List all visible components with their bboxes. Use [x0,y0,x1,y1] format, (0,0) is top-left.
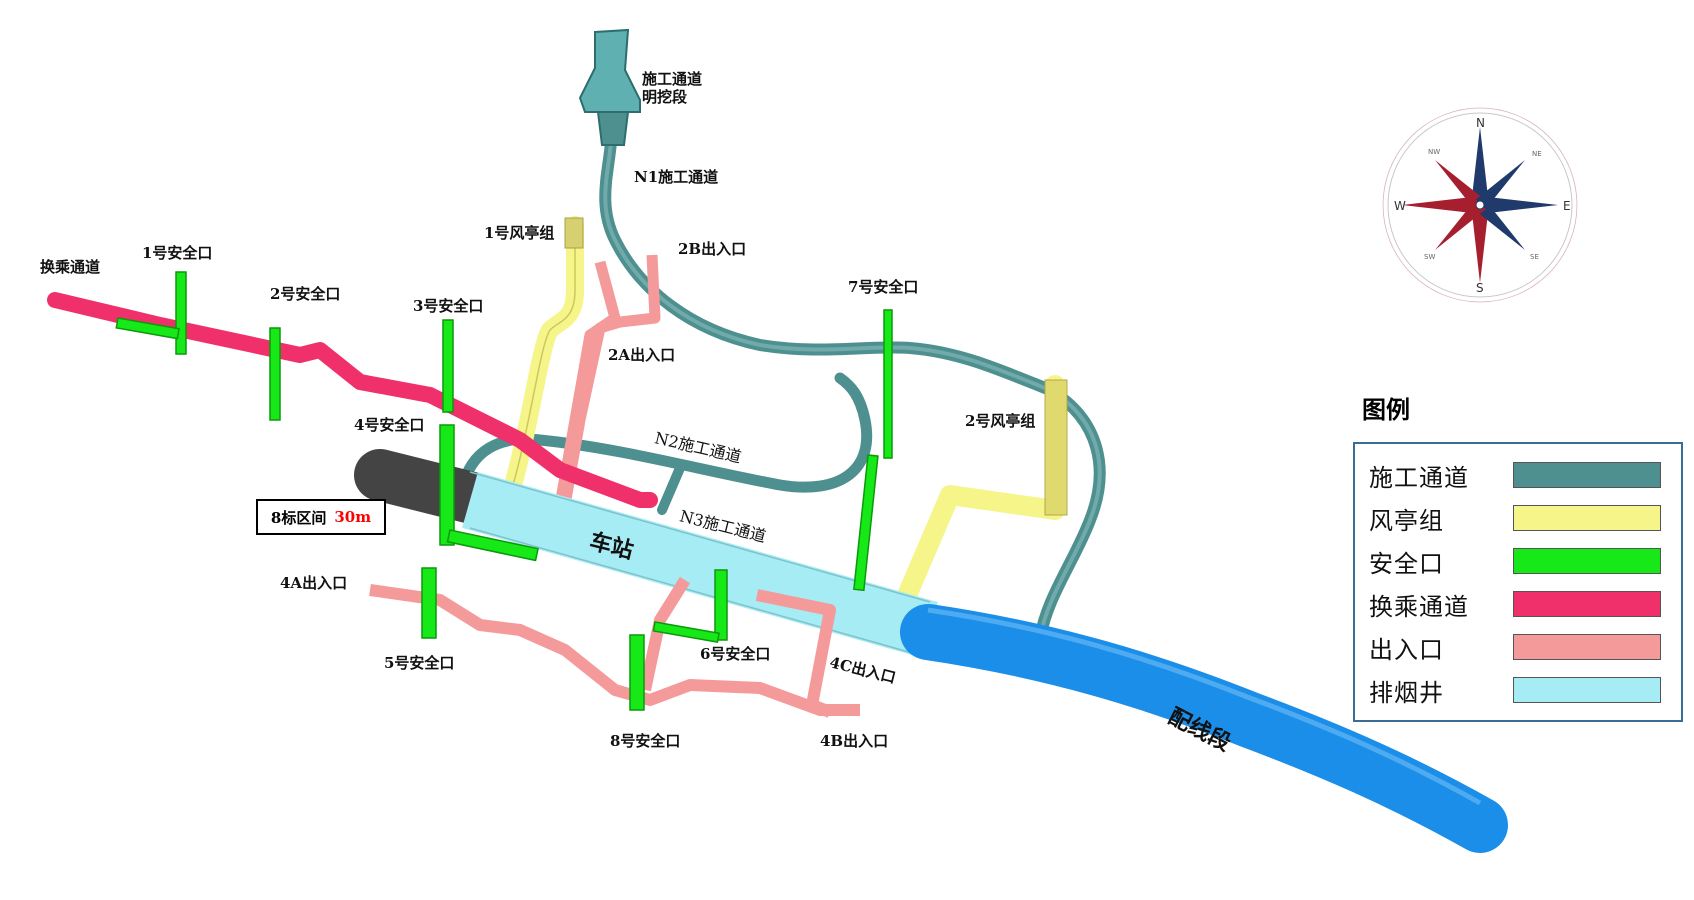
compass-rose [1382,107,1578,303]
label-safety-exit-2: 2号安全口 [270,285,341,303]
label-safety-exit-7: 7号安全口 [848,278,919,296]
legend-name: 风亭组 [1369,507,1444,535]
legend-swatch-vent [1513,505,1661,531]
safety-exit-7 [883,309,893,459]
compass-sw: SW [1424,253,1436,261]
entrance-2a [554,260,621,506]
callout-text: 8标区间 [270,508,327,527]
legend-row: 换乘通道 [1355,583,1681,623]
compass-w: W [1394,199,1406,213]
label-safety-exit-3: 3号安全口 [413,297,484,315]
safety-exit-3 [442,319,454,413]
safety-exit-5 [421,567,437,639]
compass-nw: NW [1428,148,1441,156]
siding-section [900,604,1508,853]
legend-name: 出入口 [1369,636,1444,664]
n3-construction-channel [657,463,685,515]
legend-name: 安全口 [1369,550,1444,578]
label-exit-4b: 4B出入口 [820,732,889,750]
legend-swatch-safety [1513,548,1661,574]
safety-exits [115,271,893,711]
transfer-passage [47,292,658,508]
legend-row: 出入口 [1355,626,1681,666]
safety-exit-6-foot [652,621,720,644]
safety-exit-6 [714,569,728,641]
interval-callout: 8标区间 30m [256,499,386,535]
legend-name: 排烟井 [1369,679,1444,707]
legend-row: 施工通道 [1355,454,1681,494]
compass-se: SE [1530,253,1539,261]
label-safety-exit-6: 6号安全口 [700,645,771,663]
vent-group-2-shaft [1044,379,1068,516]
legend-title: 图例 [1362,395,1410,424]
safety-exit-8 [629,634,645,711]
legend-swatch-transfer [1513,591,1661,617]
legend-swatch-entrance [1513,634,1661,660]
label-vent-group-2: 2号风亭组 [965,412,1036,430]
open-cut-section [578,28,641,113]
compass-s: S [1476,281,1484,295]
safety-exit-2 [269,327,281,421]
legend-box: 施工通道 风亭组 安全口 换乘通道 出入口 排烟井 [1353,442,1683,722]
safety-exit-4-foot [446,529,539,562]
safety-exit-1 [175,271,187,355]
legend-name: 施工通道 [1369,464,1469,492]
legend-row: 排烟井 [1355,669,1681,709]
label-exit-2a: 2A出入口 [608,346,676,364]
label-exit-4a: 4A出入口 [280,574,348,592]
callout-distance: 30m [334,508,372,526]
compass-e: E [1563,199,1571,213]
legend-swatch-construction [1513,462,1661,488]
station-body [462,472,938,658]
label-safety-exit-1: 1号安全口 [142,244,213,262]
label-vent-group-1: 1号风亭组 [484,224,555,242]
legend-row: 风亭组 [1355,497,1681,537]
legend-name: 换乘通道 [1369,593,1469,621]
safety-exit-7-lower [853,454,879,592]
safety-exit-4 [439,424,455,546]
entrance-4c [755,589,836,718]
compass-n: N [1476,116,1485,130]
siding-highlight [927,607,1482,806]
legend-row: 安全口 [1355,540,1681,580]
label-safety-exit-8: 8号安全口 [610,732,681,750]
label-safety-exit-5: 5号安全口 [384,654,455,672]
station-edge [469,471,931,659]
label-safety-exit-4: 4号安全口 [354,416,425,434]
vent-group-1-top [564,217,584,249]
label-transfer-passage: 换乘通道 [40,258,101,276]
compass-ne: NE [1532,150,1542,158]
safety-exit-1-foot [115,317,180,340]
entrance-4a [369,584,860,716]
interval-tunnel [354,449,506,526]
label-n1-channel: N1施工通道 [634,168,719,186]
entrance-branch [639,576,691,692]
n1-construction-channel-highlight [603,123,1102,642]
label-open-cut: 施工通道 明挖段 [642,70,703,106]
open-cut-neck [596,111,630,146]
label-exit-2b: 2B出入口 [678,240,747,258]
legend-swatch-smoke [1513,677,1661,703]
